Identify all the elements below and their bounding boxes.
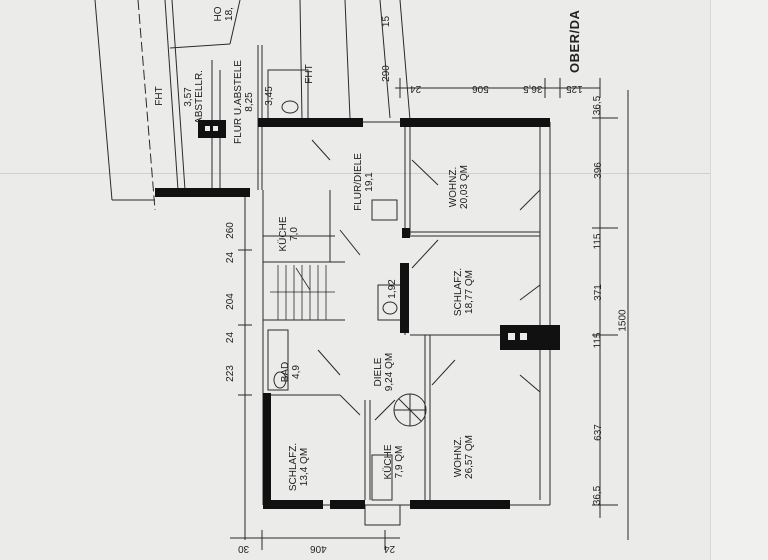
dim-right-4: 115 [592, 332, 604, 349]
room-label-abstellr: 3,57 ABSTELLR. [183, 67, 207, 127]
room-label-diele: DIELE 9,24 QM [373, 342, 397, 402]
dim-left-4: 223 [224, 365, 236, 382]
dim-top-left-1: 15 [381, 15, 393, 28]
room-label-small-area: 1,92 [387, 274, 399, 304]
dim-right-6: 36,5 [592, 485, 604, 506]
room-label-kueche-1: KÜCHE 7,0 [278, 214, 302, 254]
room-name: FLUR/DIELE [353, 153, 364, 211]
room-name: FLUR U.ABSTELE [233, 60, 244, 144]
room-name: SCHLAFZ. [453, 267, 464, 317]
room-name: WOHNZ. [448, 166, 459, 208]
room-name: SCHLAFZ. [288, 442, 299, 492]
room-name: KÜCHE [278, 216, 289, 252]
room-area: 4,9 [291, 365, 302, 379]
room-label-flur-abstele: FLUR U.ABSTELE 8,25 [233, 57, 257, 147]
dim-top-0: 24 [410, 83, 422, 94]
room-area: 3,57 [183, 87, 194, 107]
room-label-flur-diele: FLUR/DIELE 19,1 [353, 142, 377, 222]
room-label-schlafz-1: SCHLAFZ. 18,77 QM [453, 252, 477, 332]
room-label-wc-area: 3,45 [264, 81, 276, 111]
dim-top-3: 125 [566, 83, 583, 94]
room-area: 3,45 [264, 86, 275, 106]
dim-bottom-2: 24 [384, 543, 396, 554]
room-area: 7,9 QM [394, 445, 405, 479]
drawing-title: OBER/DA [567, 9, 582, 73]
dim-left-2: 204 [224, 293, 236, 310]
fht-label-left: FHT [154, 86, 165, 106]
dim-right-3: 371 [592, 284, 604, 301]
dim-right-total: 1500 [617, 309, 629, 332]
dim-right-2: 115 [592, 233, 604, 250]
room-label-wohnz-2: WOHNZ. 26,57 QM [453, 417, 477, 497]
room-name: HO [213, 6, 224, 22]
dim-left-0: 260 [224, 222, 236, 239]
room-name: DIELE [373, 357, 384, 387]
dim-bottom-0: 30 [238, 543, 250, 554]
room-area: 18,77 QM [464, 270, 475, 314]
room-area: 19,1 [364, 172, 375, 192]
room-area: 7,0 [289, 227, 300, 241]
room-name: KÜCHE [383, 444, 394, 480]
dim-left-3: 24 [225, 331, 237, 344]
paper-fold-line [0, 173, 710, 174]
dim-right-1: 396 [592, 162, 604, 179]
room-name: ABSTELLR. [194, 70, 205, 124]
room-label-ho: HO 18, [213, 1, 237, 27]
dim-top-1: 506 [472, 83, 489, 94]
room-label-schlafz-2: SCHLAFZ. 13,4 QM [288, 432, 312, 502]
room-label-wohnz-1: WOHNZ. 20,03 QM [448, 147, 472, 227]
room-label-bad: BAD 4,9 [280, 355, 304, 389]
room-name: WOHNZ. [453, 436, 464, 478]
paper-right-edge [710, 0, 768, 560]
dim-top-2: 36,5 [523, 83, 543, 94]
room-area: 9,24 QM [384, 352, 395, 392]
dim-bottom-1: 406 [310, 543, 327, 554]
fht-label-right: FHT [304, 64, 315, 84]
dim-right-0: 36,5 [592, 95, 604, 116]
room-area: 20,03 QM [459, 165, 470, 209]
room-area: 26,57 QM [464, 435, 475, 479]
room-area: 1,92 [387, 279, 398, 299]
room-area: 8,25 [244, 92, 255, 112]
room-area: 13,4 QM [299, 447, 310, 487]
dim-left-1: 24 [225, 251, 237, 264]
room-label-kueche-2: KÜCHE 7,9 QM [383, 432, 407, 492]
room-name: BAD [280, 361, 291, 383]
dim-right-5: 637 [592, 424, 604, 441]
dim-top-left-0: 290 [380, 65, 392, 82]
room-area: 18, [224, 7, 235, 21]
